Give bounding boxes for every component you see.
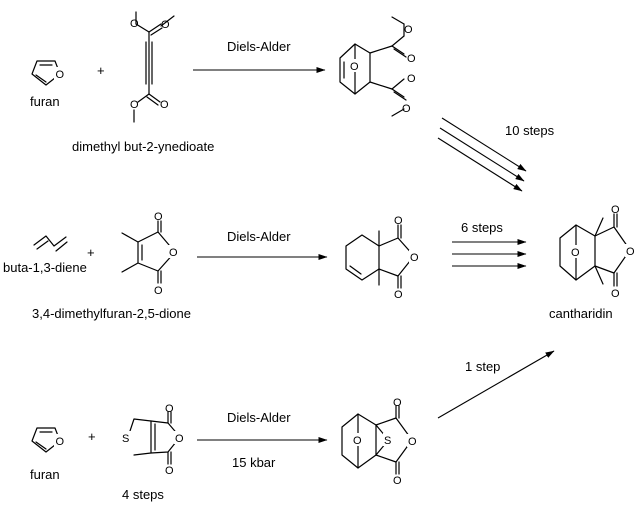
carbonyl-oxygen-atom: O (394, 289, 403, 301)
furan-oxygen-atom: O (56, 436, 65, 448)
ester-oxygen-atom: O (130, 99, 139, 111)
ring-sulfur-atom: S (384, 435, 391, 447)
pressure-label: 15 kbar (232, 455, 276, 470)
carbonyl-oxygen-atom: O (165, 403, 174, 415)
bridge-oxygen-atom: O (353, 435, 362, 447)
furan-structure-2: O (31, 427, 65, 453)
ring-oxygen-atom: O (175, 433, 184, 445)
oxanorbornadiene-diester-structure: O O O O O (339, 16, 416, 117)
dimethylmaleic-anhydride-structure: O O O (121, 211, 180, 297)
one-step-label: 1 step (465, 359, 500, 374)
ester-oxygen-atom: O (130, 18, 139, 30)
bicyclic-anhydride-structure: O O O (345, 215, 421, 301)
dimethylfurandione-label: 3,4-dimethylfuran-2,5-dione (32, 306, 191, 321)
carbonyl-oxygen-atom: O (394, 215, 403, 227)
one-step-arrow (437, 350, 555, 419)
carbonyl-oxygen-atom: O (154, 285, 163, 297)
ring-oxygen-atom: O (408, 436, 417, 448)
plus-sign-3: + (88, 429, 96, 444)
carbonyl-oxygen-atom: O (393, 397, 402, 409)
carbonyl-oxygen-atom: O (161, 19, 170, 31)
multi-step-arrow-10-c (437, 137, 523, 192)
bridge-oxygen-atom: O (571, 247, 580, 259)
carbonyl-oxygen-atom: O (407, 53, 416, 65)
ring-oxygen-atom: O (169, 247, 178, 259)
four-steps-label: 4 steps (122, 487, 164, 502)
ring-oxygen-atom: O (410, 252, 419, 264)
carbonyl-oxygen-atom: O (165, 465, 174, 477)
dimethyl-butynedioate-structure: O O O O (130, 11, 175, 123)
multi-step-label-6: 6 steps (461, 220, 503, 235)
cantharidin-structure: O O O O (559, 204, 637, 300)
ring-oxygen-atom: O (626, 246, 635, 258)
carbonyl-oxygen-atom: O (611, 288, 620, 300)
multi-step-label-10: 10 steps (505, 123, 555, 138)
ester-oxygen-atom: O (404, 24, 413, 36)
carbonyl-oxygen-atom: O (393, 475, 402, 487)
plus-sign-2: + (87, 245, 95, 260)
arrow-label-diels-alder-3: Diels-Alder (227, 410, 291, 425)
thienofuran-dione-structure: S O O O (120, 403, 186, 477)
furan-label-2: furan (30, 467, 60, 482)
ring-sulfur-atom: S (122, 433, 129, 445)
multi-step-arrow-10-a (441, 117, 527, 172)
butadiene-label: buta-1,3-diene (3, 260, 87, 275)
butadiene-structure (33, 235, 68, 252)
carbonyl-oxygen-atom: O (407, 73, 416, 85)
furan-oxygen-atom: O (56, 69, 65, 81)
arrow-label-diels-alder-1: Diels-Alder (227, 39, 291, 54)
plus-sign-1: + (97, 63, 105, 78)
carbonyl-oxygen-atom: O (154, 211, 163, 223)
dimethyl-butynedioate-label: dimethyl but-2-ynedioate (72, 139, 214, 154)
ester-oxygen-atom: O (402, 103, 411, 115)
multi-step-arrow-10-b (439, 127, 525, 182)
arrow-label-diels-alder-2: Diels-Alder (227, 229, 291, 244)
carbonyl-oxygen-atom: O (611, 204, 620, 216)
furan-label-1: furan (30, 94, 60, 109)
thia-adduct-structure: O S O O O (341, 397, 419, 487)
furan-structure-1: O (31, 60, 65, 86)
bridge-oxygen-atom: O (350, 61, 359, 73)
carbonyl-oxygen-atom: O (160, 99, 169, 111)
cantharidin-label: cantharidin (549, 306, 613, 321)
